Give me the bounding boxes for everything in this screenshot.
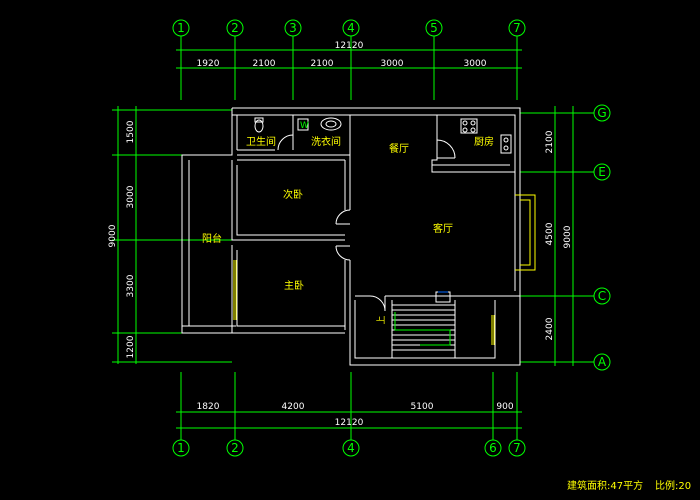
- dim-right-total: 9000: [563, 225, 573, 248]
- grid-label-right-A: A: [598, 355, 607, 369]
- stairs: [391, 291, 456, 358]
- washer-fixture: [297, 118, 309, 131]
- dim-top-seg-1: 1920: [197, 59, 220, 69]
- grid-bubble-right-E: [593, 163, 611, 181]
- dim-top-seg-4: 3000: [381, 59, 404, 69]
- dim-right-seg-1: 2100: [545, 130, 555, 153]
- windows: [233, 194, 536, 345]
- right-dimensions: [520, 104, 611, 371]
- dim-bottom-seg-2: 4200: [282, 402, 305, 412]
- door-entrance: [369, 295, 386, 312]
- grid-label-bottom-4: 4: [347, 441, 355, 455]
- room-label-laundry: 洗衣间: [311, 135, 341, 148]
- door-master-bedroom: [335, 245, 351, 261]
- grid-label-top-1: 1: [177, 21, 185, 35]
- grid-bubble-bottom-2: [226, 439, 244, 457]
- room-label-master-bedroom: 主卧: [284, 279, 304, 292]
- door-kitchen: [436, 139, 456, 159]
- room-label-kitchen: 厨房: [474, 135, 494, 148]
- grid-bubble-right-G: [593, 104, 611, 122]
- grid-label-top-3: 3: [289, 21, 297, 35]
- grid-label-bottom-2: 2: [231, 441, 239, 455]
- top-dimensions: [172, 19, 526, 100]
- grid-label-bottom-6: 6: [489, 441, 497, 455]
- grid-label-right-C: C: [598, 289, 606, 303]
- grid-bubble-bottom-6: [484, 439, 502, 457]
- door-bathroom: [277, 134, 294, 151]
- dim-left-seg-4: 1200: [126, 335, 136, 358]
- room-label-living-room: 客厅: [433, 222, 453, 235]
- room-label-balcony: 阳台: [202, 232, 222, 245]
- dim-left-seg-2: 3000: [126, 185, 136, 208]
- left-dimensions: [112, 106, 232, 364]
- toilet-fixture: [254, 119, 264, 133]
- washer-mark: W: [300, 121, 309, 131]
- stair-up-mark: 上: [376, 315, 387, 324]
- grid-label-top-7: 7: [513, 21, 521, 35]
- dim-top-seg-2: 2100: [253, 59, 276, 69]
- dim-top-seg-5: 3000: [464, 59, 487, 69]
- grid-bubble-bottom-1: [172, 439, 190, 457]
- grid-label-top-4: 4: [347, 21, 355, 35]
- dim-right-seg-2: 4500: [545, 222, 555, 245]
- bay-window-living: [515, 194, 536, 271]
- walls: [181, 107, 521, 366]
- room-label-second-bedroom: 次卧: [283, 188, 303, 201]
- dim-bottom-seg-3: 5100: [411, 402, 434, 412]
- grid-label-right-G: G: [597, 106, 606, 120]
- dim-bottom-seg-4: 900: [496, 402, 513, 412]
- grid-label-right-E: E: [598, 165, 606, 179]
- stove-fixture: [460, 118, 478, 134]
- doors: [277, 134, 456, 312]
- footer-scale: 比例:20: [655, 479, 691, 492]
- fixtures: [254, 117, 512, 154]
- dim-bottom-seg-1: 1820: [197, 402, 220, 412]
- dim-left-seg-1: 1500: [126, 120, 136, 143]
- dim-left-seg-3: 3300: [126, 274, 136, 297]
- grid-label-bottom-7: 7: [513, 441, 521, 455]
- room-label-bathroom: 卫生间: [246, 135, 276, 148]
- dim-left-total: 9000: [108, 224, 118, 247]
- dim-right-seg-3: 2400: [545, 317, 555, 340]
- door-second-bedroom: [335, 209, 351, 225]
- dim-bottom-total: 12120: [335, 418, 364, 428]
- stair-direction-arrow: [394, 312, 451, 346]
- grid-bubble-right-C: [593, 287, 611, 305]
- grid-bubble-bottom-7: [508, 439, 526, 457]
- sink-fixture: [320, 117, 342, 131]
- bottom-dimensions: [172, 372, 526, 457]
- grid-label-top-5: 5: [430, 21, 438, 35]
- dim-top-total: 12120: [335, 41, 364, 51]
- grid-bubble-bottom-4: [342, 439, 360, 457]
- grid-label-top-2: 2: [231, 21, 239, 35]
- kitchen-sink-fixture: [500, 134, 512, 154]
- footer-area: 建筑面积:47平方: [567, 479, 643, 492]
- room-label-dining: 餐厅: [389, 142, 409, 155]
- dim-top-seg-3: 2100: [311, 59, 334, 69]
- grid-label-bottom-1: 1: [177, 441, 185, 455]
- grid-bubble-right-A: [593, 353, 611, 371]
